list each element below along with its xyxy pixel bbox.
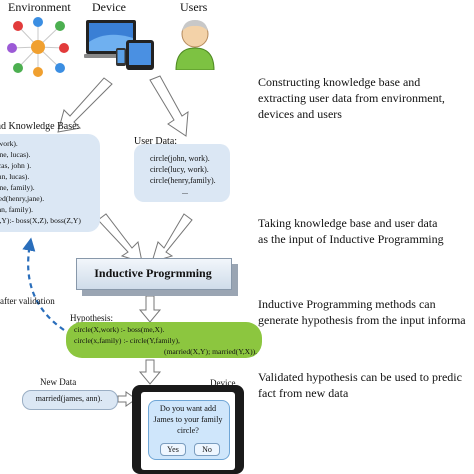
hypothesis-title: Hypothesis: (70, 313, 114, 323)
kb-line: , work). (0, 139, 18, 148)
device-icon (82, 18, 156, 72)
description-line: Taking knowledge base and user data (258, 216, 438, 230)
dialog-question-line: Do you want add (159, 404, 217, 413)
feedback-arrow (22, 237, 65, 331)
device-label: Device (92, 0, 126, 14)
dialog-question-line: James to your family (153, 415, 223, 424)
kb-line: ohn, lucas). (0, 172, 30, 181)
arrow-ip-to-hyp (138, 295, 162, 323)
description-line: devices and users (258, 107, 342, 121)
description-line: generate hypothesis from the input infor… (258, 313, 466, 327)
kb-line: X,Y):- boss(X,Z), boss(Z,Y) (0, 216, 81, 225)
environment-label: Environment (8, 0, 71, 14)
user-data-line: ... (182, 187, 188, 196)
no-button[interactable]: No (194, 443, 220, 456)
arrow-users-to-data (149, 75, 189, 137)
description-line: Constructing knowledge base and (258, 75, 421, 89)
user-data-title: User Data: (134, 136, 178, 147)
description-line: extracting user data from environment, (258, 91, 445, 105)
after-validation-label: after validation (0, 296, 55, 306)
knowledge-base-title: ound Knowledge Base: (0, 121, 80, 132)
arrow-kb-to-ip (97, 213, 143, 263)
kb-line: ann, family). (0, 205, 34, 214)
hypothesis-box (66, 322, 262, 358)
knowledge-base-box (0, 134, 100, 232)
device-panel-title: Device (210, 378, 236, 388)
kb-line: jane, lucas). (0, 150, 31, 159)
users-label: Users (180, 0, 208, 14)
new-data-value: married(james, ann). (35, 394, 103, 403)
hypothesis-line: circle(X,work) :- boss(me,X). (74, 325, 165, 334)
dialog-question-line: circle? (177, 426, 199, 435)
arrow-data-to-ip (151, 213, 193, 263)
arrow-hyp-to-device (138, 359, 162, 385)
user-icon (172, 16, 218, 71)
kb-line: jane, family). (0, 183, 35, 192)
inductive-programming-box (76, 258, 232, 290)
yes-button[interactable]: Yes (160, 443, 186, 456)
arrow-env-to-kb (57, 77, 113, 133)
user-data-line: circle(lucy, work). (150, 165, 209, 174)
hypothesis-line: (married(X,Y); married(Y,X)). (164, 347, 258, 356)
kb-line: ried(henry,jane). (0, 194, 45, 203)
inductive-programming-label: Inductive Progrmming (94, 266, 212, 280)
user-data-line: circle(henry,family). (150, 176, 216, 185)
description-line: Inductive Programming methods can (258, 297, 436, 311)
arrow-newdata-to-device (117, 391, 137, 407)
description-line: as the input of Inductive Programming (258, 232, 444, 246)
user-data-box (134, 144, 230, 202)
new-data-title: New Data (40, 377, 77, 387)
kb-line: ucas, john ). (0, 161, 32, 170)
hypothesis-line: circle(x,family) :- circle(Y,family), (74, 336, 180, 345)
description-line: fact from new data (258, 386, 349, 400)
description-line: Validated hypothesis can be used to pred… (258, 370, 462, 384)
new-data-box (22, 390, 118, 410)
environment-icon (2, 14, 74, 80)
user-data-line: circle(john, work). (150, 154, 210, 163)
